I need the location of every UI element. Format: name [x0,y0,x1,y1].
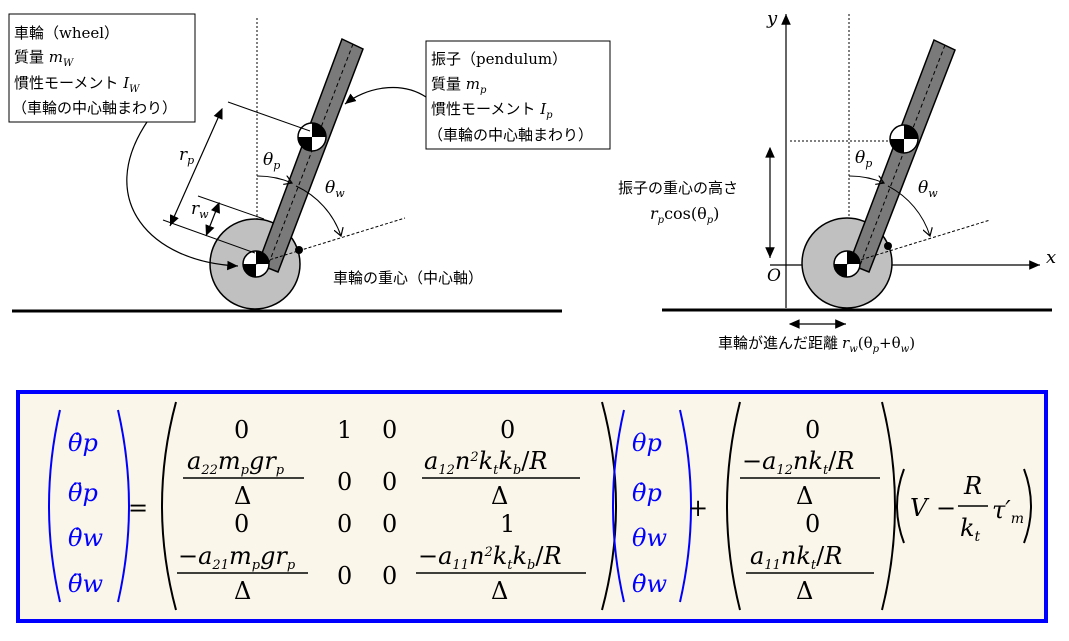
equals-sign: = [128,494,148,522]
svg-text:θw: θw [918,178,938,200]
a21-numerator: a22mpgrp [187,447,285,478]
state-vector: θp θ̇p θw θ̇w [612,409,692,603]
svg-text:θp: θp [263,150,280,172]
theta-p-label: θ [263,150,273,170]
svg-text:質量 mW: 質量 mW [14,48,74,69]
origin-label: O [767,266,781,286]
svg-text:質量 mp: 質量 mp [431,75,487,96]
a23-cell: 0 [382,468,397,496]
a31-cell: 0 [234,510,249,538]
a33-cell: 0 [382,510,397,538]
state-item: θ̇w [632,570,667,598]
input-v: V [910,494,930,522]
x-axis-label: x [1046,247,1056,268]
a14-cell: 0 [500,416,515,444]
b3-cell: 0 [805,510,820,538]
a13-cell: 0 [382,416,397,444]
wheel-center-label: 車輪の重心（中心軸） [333,269,483,287]
a34-cell: 1 [500,510,515,538]
pendulum-box-line4: （車輪の中心軸まわり） [428,126,593,144]
pendulum-info-box [425,40,611,150]
delta: Δ [491,482,508,510]
svg-text:rpcos(θp): rpcos(θp) [650,204,719,226]
pendulum-box-line1: 振子（pendulum） [431,50,567,68]
lhs-item: θ̈w [68,570,103,598]
height-label: 振子の重心の高さ [618,179,738,197]
a12-cell: 1 [337,416,352,444]
svg-text:慣性モーメント IW: 慣性モーメント IW [14,74,140,95]
height-formula: r [650,204,659,223]
input-vector: 0 −a12nkt/R Δ 0 a11nkt/R Δ [726,401,896,611]
left-figure: 車輪（wheel） 質量 mW 慣性モーメント IW （車輪の中心軸まわり） 振… [8,13,611,313]
a43-cell: 0 [382,562,397,590]
wheel-info-box [8,13,196,123]
state-item: θp [632,429,662,457]
delta: Δ [234,577,251,605]
b2-numerator: −a12nkt/R [742,447,854,478]
y-axis-label: y [766,8,778,29]
lhs-item: θ̈p [68,479,98,507]
pendulum-cog-marker [297,122,327,152]
wheel-cog-marker [242,250,270,278]
b4-numerator: a11nkt/R [750,542,842,573]
state-item: θw [632,524,667,552]
a41-numerator: −a21mpgrp [178,542,296,573]
a42-cell: 0 [337,562,352,590]
distance-label: 車輪が進んだ距離 [718,334,838,352]
a22-cell: 0 [337,468,352,496]
input-minus: − [936,494,956,522]
delta: Δ [796,482,813,510]
matrix-a: 0 1 0 0 a22mpgrp Δ 0 0 a12n2ktkb/R Δ 0 0… [161,401,617,611]
pendulum-box-mass-label: 質量 [431,75,461,93]
theta-p-label-right: θ [855,148,865,168]
rp-label: r [179,145,188,165]
delta: Δ [491,577,508,605]
wheel-box-inertia-label: 慣性モーメント [14,74,118,92]
input-term: V − R kt τ′m [896,468,1032,545]
b1-cell: 0 [805,416,820,444]
svg-text:rp: rp [179,145,194,167]
state-equation: θ̇p θ̈p θ̇w θ̈w = 0 1 0 0 a22mpgrp Δ 0 0… [48,401,1032,611]
rw-label: r [191,199,200,219]
lhs-item: θ̇p [68,429,98,457]
wheel-rim-dot [295,246,303,254]
a32-cell: 0 [337,510,352,538]
svg-text:慣性モーメント Ip: 慣性モーメント Ip [431,100,553,121]
lhs-vector: θ̇p θ̈p θ̇w θ̈w [48,409,130,603]
delta: Δ [234,482,251,510]
input-tau: τ′m [992,496,1024,527]
pendulum-cog-marker-right [889,124,919,154]
input-kt: kt [960,514,981,545]
pendulum-box-inertia-label: 慣性モーメント [431,100,535,118]
theta-w-label: θ [325,178,335,198]
svg-text:θw: θw [325,178,345,200]
wheel-box-line1: 車輪（wheel） [14,24,119,42]
svg-text:θp: θp [855,148,872,170]
state-equation-box: θ̇p θ̈p θ̇w θ̈w = 0 1 0 0 a22mpgrp Δ 0 0… [16,390,1048,623]
a44-numerator: −a11n2ktkb/R [418,542,562,573]
svg-text:rw: rw [191,199,209,221]
plus-sign: + [688,494,708,522]
input-r: R [963,472,982,500]
delta: Δ [796,577,813,605]
lhs-item: θ̇w [68,524,103,552]
wheel-box-line4: （車輪の中心軸まわり） [12,99,177,117]
a24-numerator: a12n2ktkb/R [424,447,547,478]
theta-w-label-right: θ [918,178,928,198]
state-item: θ̇p [632,479,662,507]
a11-cell: 0 [234,416,249,444]
wheel-box-mass-label: 質量 [14,48,44,66]
